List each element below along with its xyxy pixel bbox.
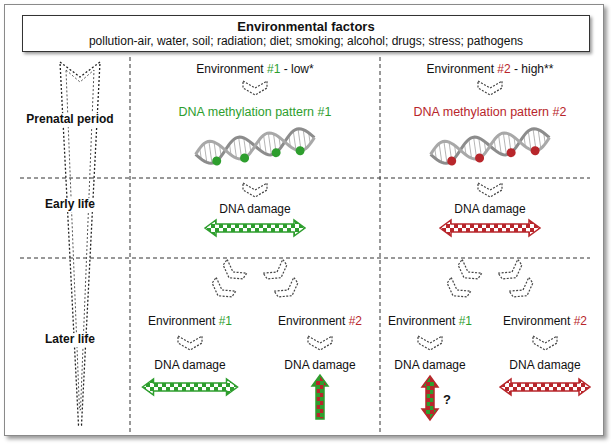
damage-arrow	[312, 375, 328, 419]
methyl-group	[212, 156, 222, 166]
label-part: #2	[497, 62, 510, 76]
helix-strand	[429, 127, 551, 165]
damage-arrow	[500, 379, 590, 395]
label-part: Environment	[388, 314, 459, 328]
title-box: Environmental factorspollution-air, wate…	[22, 15, 590, 52]
label-part: Environment	[278, 314, 349, 328]
question-mark: ?	[441, 393, 453, 408]
helix-rung	[503, 133, 506, 155]
damage-arrow	[205, 220, 305, 236]
methyl-group	[474, 153, 484, 163]
environment-label: Environment #2	[276, 315, 364, 329]
chevron-arrow	[533, 336, 557, 350]
label-part: #2	[574, 314, 587, 328]
chevron-arrow	[509, 277, 537, 302]
damage-arrow	[143, 379, 238, 395]
damage-label: DNA damage	[507, 359, 582, 373]
methylation-label: DNA methylation pattern #1	[177, 105, 334, 119]
helix-rung	[268, 133, 271, 155]
chevron-arrow	[443, 277, 471, 302]
label-part: Environment	[196, 62, 267, 76]
column-divider	[380, 57, 381, 432]
period-label: Prenatal period	[24, 113, 115, 127]
symbols	[143, 81, 591, 420]
row-divider	[20, 178, 590, 179]
damage-label: DNA damage	[217, 203, 292, 217]
helix-rung	[209, 141, 212, 163]
damage-label: DNA damage	[152, 359, 227, 373]
row-divider	[20, 258, 590, 259]
label-part: - low*	[280, 62, 313, 76]
chevron-arrow	[219, 259, 247, 284]
chevron-arrow	[498, 259, 526, 284]
chevron-arrow	[454, 259, 482, 284]
damage-label: DNA damage	[392, 359, 467, 373]
chevron-arrow	[178, 336, 202, 350]
methyl-group	[506, 148, 516, 158]
methyl-group	[295, 146, 305, 156]
methyl-group	[239, 153, 249, 163]
chevron-arrow	[263, 259, 291, 284]
chevron-arrow	[274, 277, 302, 302]
helix-strand	[194, 127, 316, 165]
dna-helix	[429, 127, 552, 170]
label-part: Environment	[148, 314, 219, 328]
label-part: - high**	[511, 62, 554, 76]
methyl-group	[530, 146, 540, 156]
chevron-arrow	[478, 183, 502, 197]
environment-label: Environment #1 - low*	[194, 63, 315, 77]
chevron-arrow	[208, 277, 236, 302]
label-part: Environment	[503, 314, 574, 328]
chevron-arrow	[308, 336, 332, 350]
label-part: #1	[219, 314, 232, 328]
environment-label: Environment #2	[501, 315, 589, 329]
column-divider	[130, 57, 131, 432]
title-text: Environmental factors	[29, 19, 583, 34]
environment-label: Environment #1	[146, 315, 234, 329]
methyl-group	[271, 148, 281, 158]
chevron-arrow	[418, 336, 442, 350]
methylation-label: DNA methylation pattern #2	[412, 105, 569, 119]
chevron-arrow	[243, 183, 267, 197]
label-part: #1	[267, 62, 280, 76]
period-label: Later life	[43, 333, 97, 347]
environment-label: Environment #2 - high**	[425, 63, 556, 77]
damage-label: DNA damage	[452, 203, 527, 217]
chevron-arrow	[243, 81, 267, 95]
damage-arrow	[440, 220, 540, 236]
period-label: Early life	[43, 198, 97, 212]
damage-arrow	[422, 376, 438, 420]
chevron-arrow	[478, 81, 502, 95]
helix-strand	[194, 127, 316, 165]
dna-helix	[194, 127, 317, 170]
label-part: Environment	[427, 62, 498, 76]
divider-lines	[20, 57, 590, 432]
damage-label: DNA damage	[282, 359, 357, 373]
methyl-group	[447, 156, 457, 166]
helix-strand	[429, 127, 551, 165]
environment-label: Environment #1	[386, 315, 474, 329]
label-part: #2	[349, 314, 362, 328]
label-part: #1	[459, 314, 472, 328]
helix-rung	[444, 141, 447, 163]
factor-list: pollution-air, water, soil; radiation; d…	[29, 34, 583, 48]
